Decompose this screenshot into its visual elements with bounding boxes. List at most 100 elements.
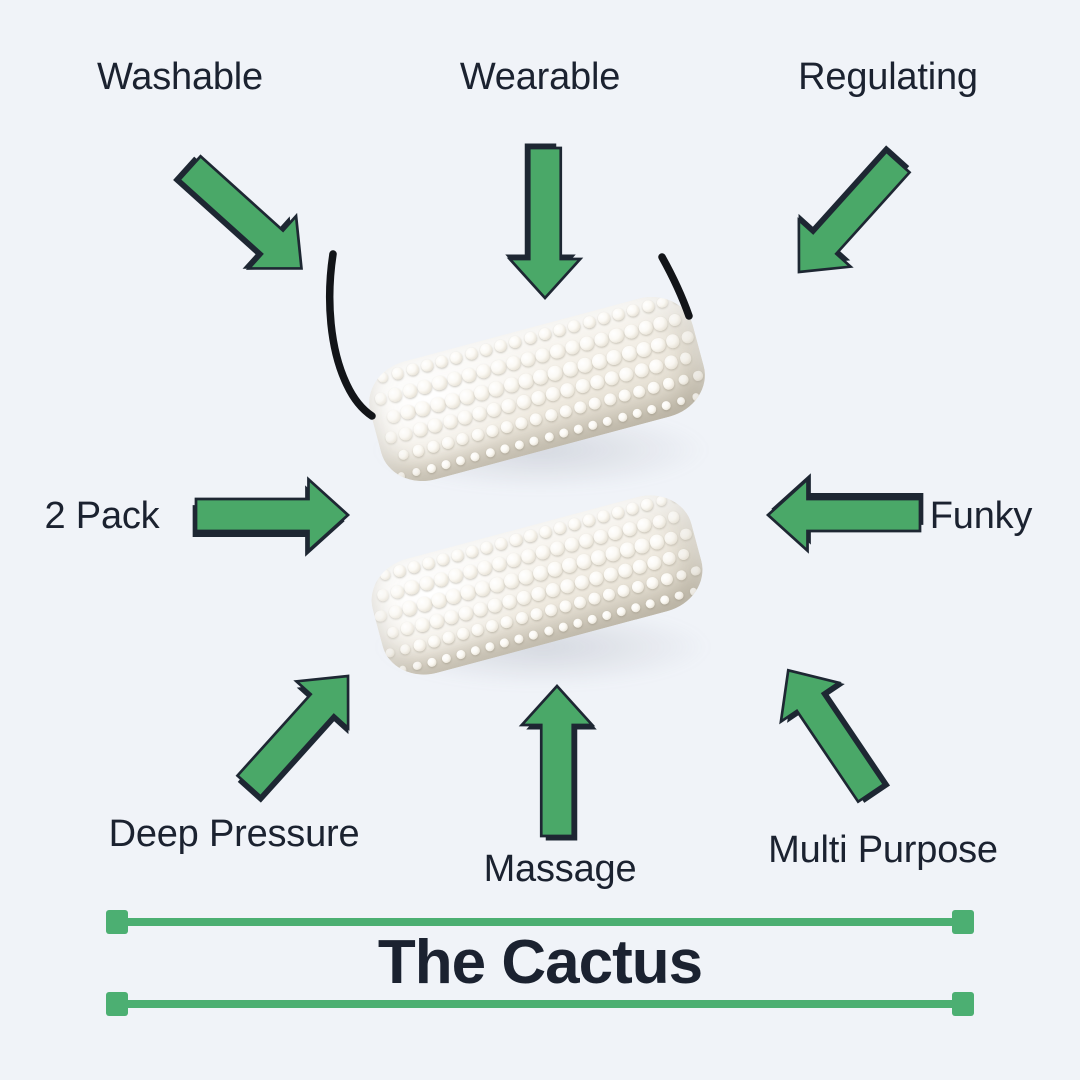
nub	[588, 373, 606, 391]
nub	[522, 330, 538, 346]
nub	[413, 616, 431, 634]
nub	[470, 405, 488, 423]
nub	[552, 322, 568, 338]
nub	[412, 660, 423, 671]
nub	[413, 399, 432, 418]
nub	[364, 573, 377, 585]
nub	[557, 598, 573, 614]
nub	[691, 392, 701, 402]
nub	[635, 516, 654, 535]
nub	[499, 614, 515, 630]
nub	[674, 568, 688, 582]
nub	[688, 587, 699, 597]
nub	[456, 409, 474, 427]
nub	[650, 513, 668, 530]
nub	[667, 312, 683, 328]
nub	[469, 450, 481, 462]
callout-label-two-pack: 2 Pack	[44, 495, 160, 537]
nub	[384, 430, 399, 445]
nub	[485, 401, 503, 419]
nub	[680, 330, 695, 345]
nub	[455, 431, 470, 447]
nub	[610, 306, 626, 322]
nub	[595, 509, 611, 524]
nub	[624, 501, 640, 517]
nub	[519, 350, 537, 369]
nub	[412, 638, 427, 653]
nub	[548, 539, 567, 558]
nub	[514, 415, 529, 431]
nub	[572, 423, 584, 435]
nub	[432, 571, 450, 589]
nub	[542, 625, 554, 637]
nub	[441, 630, 457, 645]
nub	[557, 427, 569, 439]
divider-top-cap-right	[952, 910, 974, 934]
nub	[660, 399, 672, 411]
nub	[587, 569, 605, 587]
nub	[397, 448, 411, 462]
nub	[426, 656, 438, 668]
nub	[592, 330, 611, 349]
nub	[596, 310, 612, 326]
nub	[479, 540, 495, 556]
nub	[373, 608, 388, 623]
nub	[501, 375, 521, 394]
nub	[449, 350, 465, 366]
nub	[411, 443, 426, 458]
nub	[396, 471, 406, 481]
nub	[652, 315, 669, 333]
nub	[619, 343, 638, 363]
nub	[528, 606, 544, 622]
nub	[485, 618, 500, 634]
nub	[692, 370, 704, 382]
arrow-regulating	[770, 132, 927, 295]
nub	[660, 550, 678, 567]
nub	[489, 358, 508, 377]
nub	[678, 527, 693, 542]
nub	[475, 362, 493, 380]
nub	[403, 578, 421, 597]
nub	[631, 384, 647, 399]
divider-top	[106, 910, 974, 934]
nub	[411, 420, 430, 439]
nub	[440, 652, 452, 664]
nub	[435, 551, 451, 567]
nub	[430, 374, 449, 392]
nub	[387, 604, 404, 620]
nub	[537, 524, 553, 540]
nub	[529, 584, 547, 603]
nub	[566, 318, 582, 334]
nub	[662, 354, 679, 371]
nub	[644, 575, 660, 591]
product-image-bottom	[362, 485, 712, 686]
arrow-funky	[768, 473, 923, 551]
callout-label-massage: Massage	[483, 848, 637, 890]
nub	[644, 597, 656, 609]
nub	[426, 633, 442, 649]
nub	[428, 395, 447, 414]
nub	[460, 366, 478, 384]
nub	[559, 381, 577, 399]
nub	[490, 555, 508, 574]
nub	[373, 391, 388, 406]
nub	[572, 595, 587, 610]
nub	[645, 553, 664, 571]
nub	[485, 596, 504, 614]
divider-top-cap-left	[106, 910, 128, 934]
nub	[464, 544, 480, 560]
nub	[421, 555, 437, 571]
nub	[543, 431, 555, 443]
nub	[573, 573, 591, 591]
nub	[560, 359, 580, 378]
nub	[587, 396, 603, 411]
nub	[675, 395, 687, 407]
nub	[558, 403, 573, 419]
nub	[463, 346, 479, 362]
nub	[610, 505, 626, 521]
nub	[523, 528, 539, 544]
nub	[385, 408, 402, 425]
nub	[499, 636, 511, 648]
nub	[587, 419, 599, 431]
